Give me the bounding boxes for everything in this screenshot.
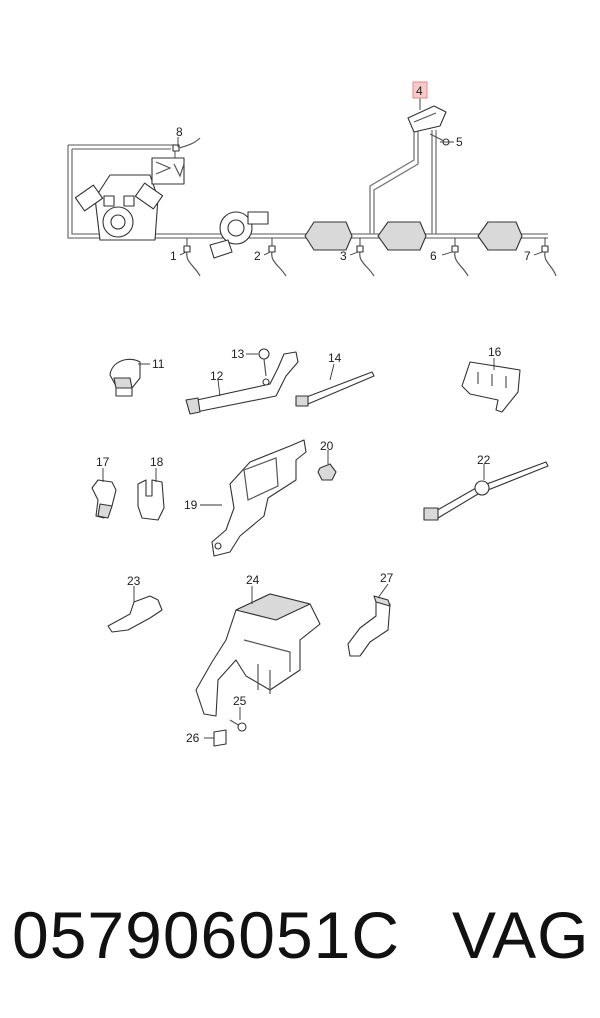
callout-16: 16 (488, 345, 502, 359)
bolt-5-icon (429, 133, 450, 146)
cable-tie-22-icon (423, 461, 549, 521)
callout-26: 26 (186, 731, 200, 745)
catalytic-converter-icon (377, 221, 427, 251)
callout-5: 5 (456, 135, 463, 149)
callout-22: 22 (477, 453, 491, 467)
clamp-27-icon (347, 595, 391, 657)
brand-name: VAG (452, 898, 590, 972)
callout-19: 19 (184, 498, 198, 512)
callout-3: 3 (340, 249, 347, 263)
callout-1: 1 (170, 249, 177, 263)
clip-nut-26-icon (213, 729, 227, 747)
bracket-24-icon (195, 593, 321, 717)
callout-14: 14 (328, 351, 342, 365)
nut-20-icon (317, 463, 337, 481)
catalytic-converter-icon (304, 221, 353, 251)
sensor-8-icon (172, 137, 201, 152)
callout-18: 18 (150, 455, 164, 469)
footer: 057906051C VAG (0, 895, 600, 985)
bolt-13-icon (258, 348, 270, 377)
callout-labels: 4 8 5 1 2 3 6 7 11 13 12 14 16 17 18 19 … (96, 81, 531, 745)
callout-leaders (102, 98, 543, 739)
highlight-box (412, 81, 428, 99)
catalytic-converter-icon (477, 221, 523, 251)
pressure-sensor-icon (407, 105, 447, 133)
exhaust-schematic (67, 105, 557, 277)
callout-24: 24 (246, 573, 260, 587)
clip-11-icon (109, 358, 141, 397)
cable-tie-14-icon (295, 371, 375, 407)
callout-11: 11 (152, 357, 165, 371)
heat-shield-16-icon (461, 361, 521, 413)
callout-27: 27 (380, 571, 394, 585)
callout-17: 17 (96, 455, 110, 469)
sensor-taps (183, 238, 557, 277)
callout-12: 12 (210, 369, 224, 383)
callout-4: 4 (416, 84, 423, 98)
callout-20: 20 (320, 439, 334, 453)
clip-17-icon (91, 479, 117, 519)
callout-13: 13 (231, 347, 245, 361)
callout-2: 2 (254, 249, 261, 263)
parts-diagram: 4 8 5 1 2 3 6 7 11 13 12 14 16 17 18 19 … (67, 81, 557, 747)
engine-block-icon (74, 174, 164, 241)
clip-23-icon (107, 595, 163, 633)
callout-6: 6 (430, 249, 437, 263)
turbocharger-icon (209, 211, 269, 259)
bolt-25-icon (229, 719, 247, 732)
part-number: 057906051C (12, 898, 401, 972)
callout-8: 8 (176, 125, 183, 139)
bracket-19-icon (211, 439, 307, 557)
bracket-12-icon (185, 351, 299, 415)
clip-18-icon (137, 479, 165, 521)
valve-box-icon (151, 157, 185, 185)
callout-23: 23 (127, 574, 141, 588)
callout-7: 7 (524, 249, 531, 263)
callout-25: 25 (233, 694, 247, 708)
